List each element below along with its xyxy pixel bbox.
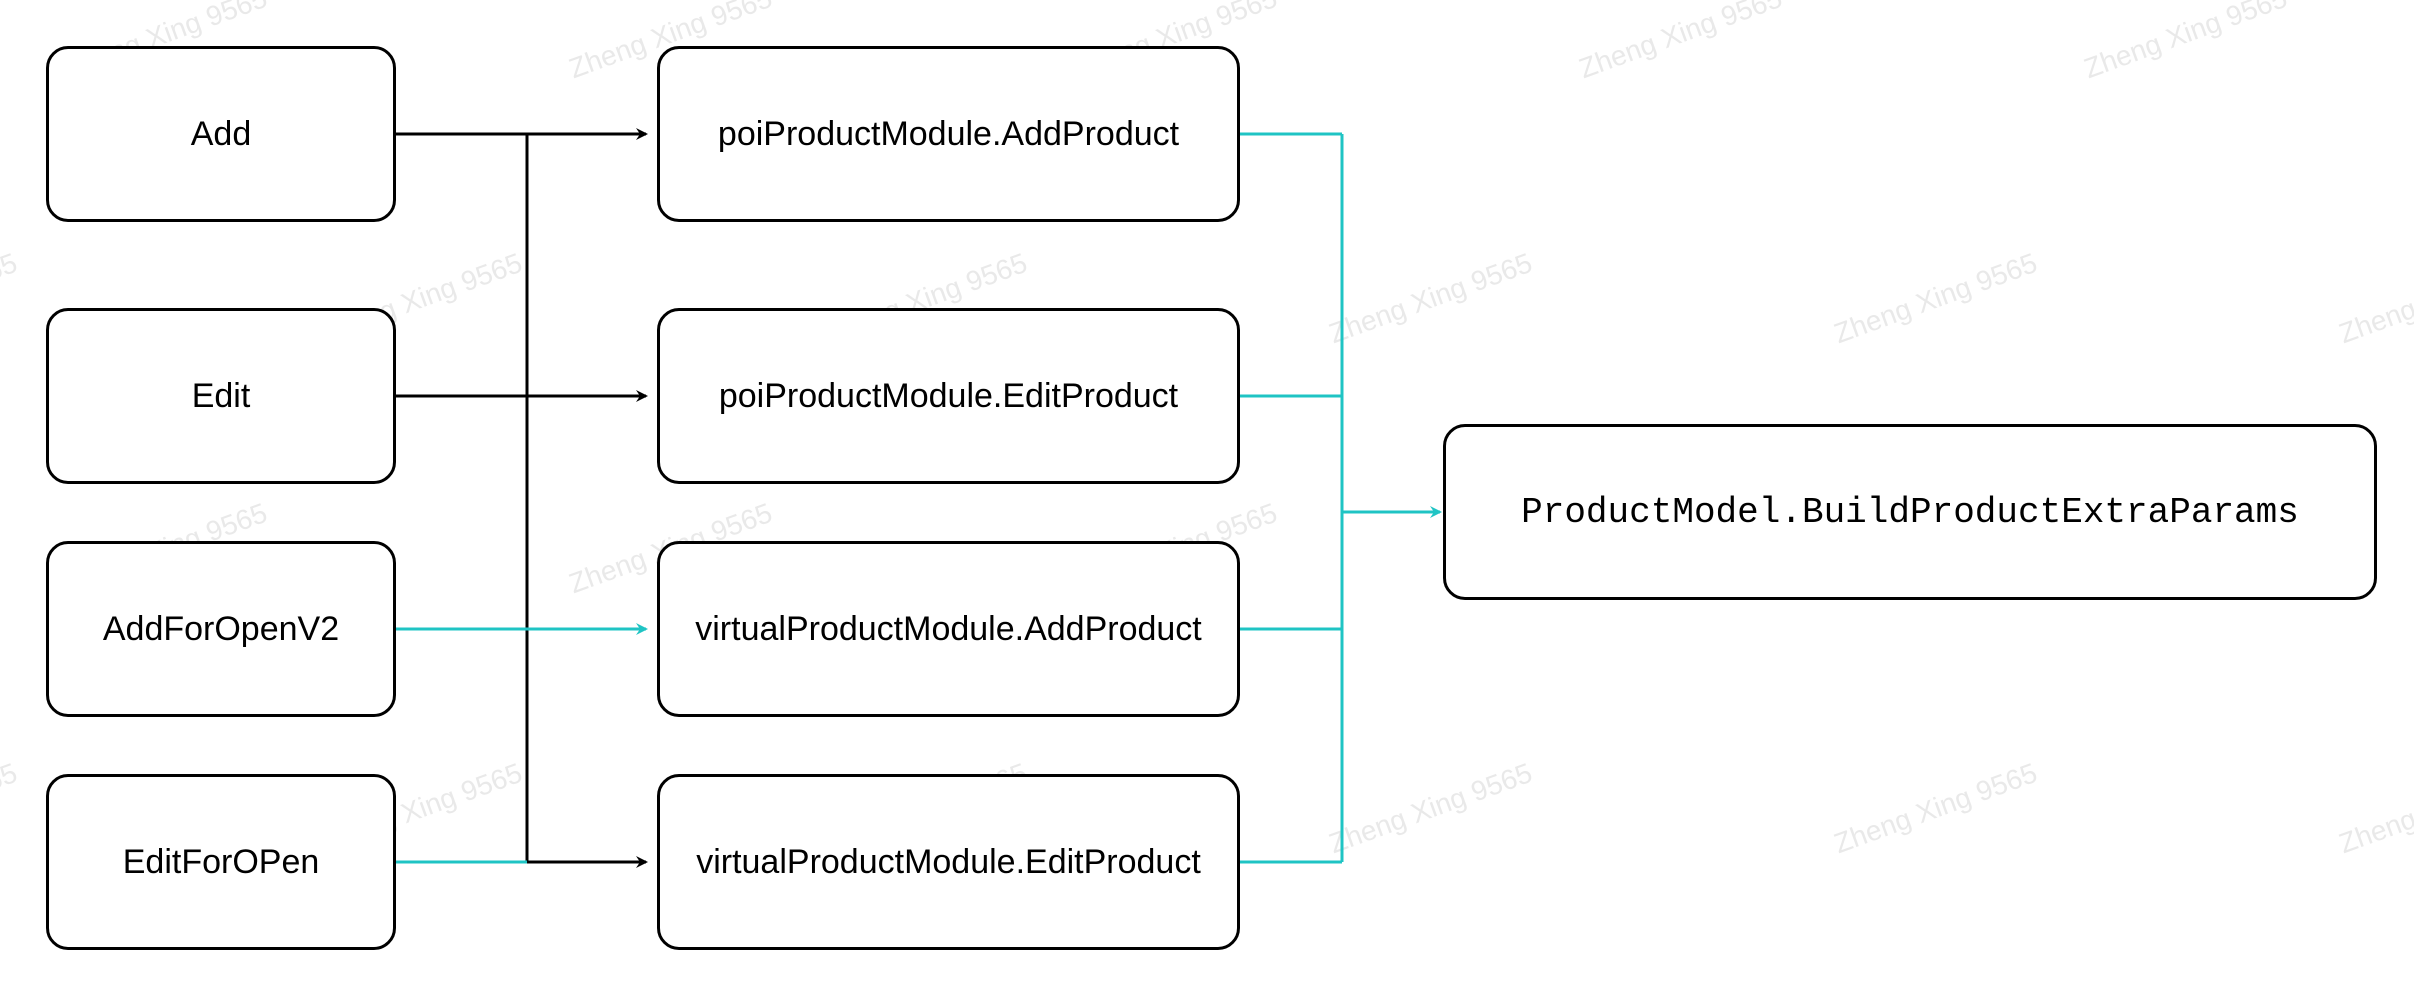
node-virtual-add-product-label: virtualProductModule.AddProduct — [695, 609, 1202, 648]
node-poi-edit-product-label: poiProductModule.EditProduct — [718, 376, 1179, 415]
node-add-for-open-v2[interactable]: AddForOpenV2 — [46, 541, 396, 717]
node-edit[interactable]: Edit — [46, 308, 396, 484]
node-poi-add-product[interactable]: poiProductModule.AddProduct — [657, 46, 1240, 222]
node-build-product-extra-params[interactable]: ProductModel.BuildProductExtraParams — [1443, 424, 2377, 600]
node-edit-for-open-label: EditForOPen — [122, 842, 320, 881]
node-add-label: Add — [190, 114, 252, 153]
node-virtual-edit-product[interactable]: virtualProductModule.EditProduct — [657, 774, 1240, 950]
node-virtual-add-product[interactable]: virtualProductModule.AddProduct — [657, 541, 1240, 717]
node-add[interactable]: Add — [46, 46, 396, 222]
node-edit-label: Edit — [191, 376, 251, 415]
node-add-for-open-v2-label: AddForOpenV2 — [102, 609, 340, 648]
node-virtual-edit-product-label: virtualProductModule.EditProduct — [696, 842, 1201, 881]
node-poi-add-product-label: poiProductModule.AddProduct — [717, 114, 1180, 153]
node-build-product-extra-params-label: ProductModel.BuildProductExtraParams — [1521, 491, 2299, 533]
node-edit-for-open[interactable]: EditForOPen — [46, 774, 396, 950]
node-poi-edit-product[interactable]: poiProductModule.EditProduct — [657, 308, 1240, 484]
